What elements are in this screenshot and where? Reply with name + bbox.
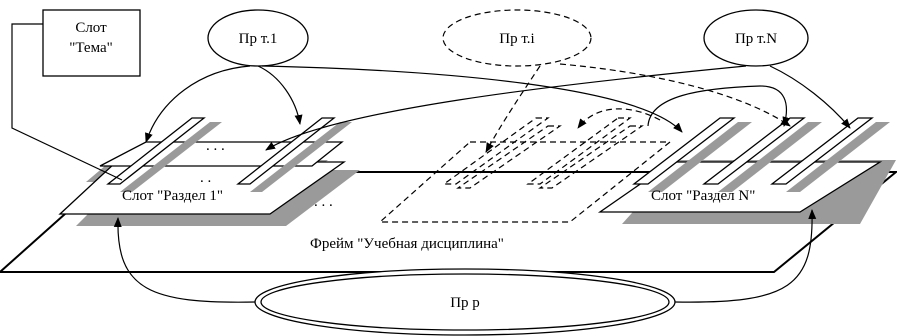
ellipsis-top: . . . [206, 138, 225, 154]
slot-middle-strip-2 [456, 125, 562, 189]
slot-1-strip-right [236, 117, 336, 185]
arrow-t1-to-slot1-left [145, 65, 251, 143]
oval-pr-r-inner [260, 273, 670, 331]
oval-pr-tn [703, 9, 809, 67]
arrow-t1-to-slotN [261, 65, 683, 133]
oval-pr-tn-label: Пр т.N [735, 31, 777, 47]
arrow-ti-to-slotN [559, 63, 791, 127]
slot-section-n [597, 117, 896, 224]
oval-pr-t1-label: Пр т.1 [239, 31, 278, 47]
slot-middle-plate [378, 141, 672, 223]
slot-theme-line1: Слот [75, 20, 107, 36]
slot-1-strip-left-shadow [120, 122, 222, 192]
slot-n-strip-1 [632, 117, 736, 185]
arrow-tn-to-slot1 [265, 65, 747, 151]
oval-pr-ti [442, 9, 592, 67]
arrow-pr-r-to-slot1 [113, 217, 256, 303]
arrow-ti-to-middle-right [577, 108, 661, 129]
slot-middle-strip-1 [442, 117, 550, 185]
frame-label: Фрейм "Учебная дисциплина" [310, 236, 504, 252]
slot-1-strip-right-shadow [250, 122, 352, 192]
arrow-tn-loop-to-slotN [647, 85, 791, 127]
slot-n-strip-2 [702, 117, 806, 185]
theme-leader-line [11, 23, 123, 181]
slot-section-1 [58, 117, 360, 226]
arrow-tn-to-slotN-right [769, 65, 851, 129]
arrow-pr-r-to-slotN [674, 209, 817, 303]
slot-n-strip-3 [770, 117, 874, 185]
slot-n-strip-3-shadow [786, 122, 890, 192]
arrow-ti-to-middle-left [485, 65, 541, 153]
slot-section-1-label: Слот "Раздел 1" [122, 188, 223, 204]
slot-n-strip-1-shadow [648, 122, 752, 192]
ellipsis-middle: . . . [314, 194, 333, 210]
slot-middle-strip-3 [526, 117, 632, 185]
slot-middle-strip-4 [538, 125, 644, 189]
slot-theme-line2: "Тема" [69, 40, 113, 56]
slot-middle-dashed [378, 117, 672, 223]
oval-pr-ti-label: Пр т.i [499, 31, 534, 47]
slot-1-strip-left [106, 117, 206, 185]
slot-theme-box [42, 9, 141, 77]
arrow-t1-to-slot1-right [257, 65, 303, 125]
ellipsis-lower: . . [200, 170, 211, 186]
slot-n-strip-2-shadow [718, 122, 822, 192]
oval-pr-r-label: Пр р [450, 295, 480, 311]
slot-section-n-label: Слот "Раздел N" [651, 188, 755, 204]
